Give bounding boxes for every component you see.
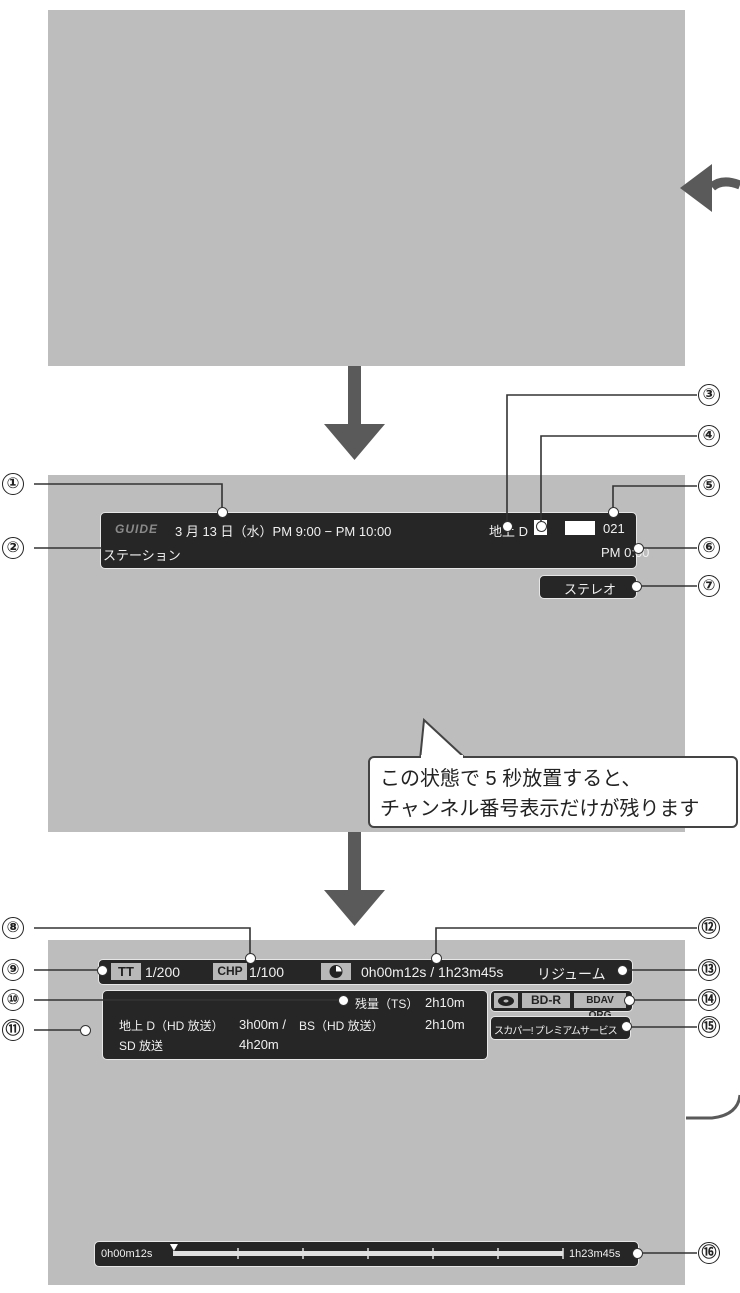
progress-end-time: 1h23m45s [569,1248,621,1260]
service-name: スカパー! プレミアムサービス [494,1026,618,1037]
progress-bar-panel: 0h00m12s 1h23m45s [94,1241,639,1267]
channel-logo-blank [565,521,595,535]
callout-anchor [617,965,628,976]
remaining-label: 残量（TS） [355,997,419,1011]
chapter-label: CHP [213,963,247,980]
callout-anchor [633,543,644,554]
callout-anchor [631,581,642,592]
remaining-capacity-panel: 残量（TS） 2h10m 地上 D（HD 放送） 3h00m / BS（HD 放… [102,990,488,1060]
resume-label: リジューム [537,966,606,982]
audio-mode: ステレオ [564,582,617,597]
disc-type: BD-R [522,993,570,1008]
mode-value: 2h10m [425,1017,465,1032]
callout-number-9: ⑨ [2,959,24,981]
audio-mode-bar: ステレオ [539,575,637,599]
mode-value: 3h00m / [239,1017,286,1032]
disc-format: BDAV ORG [574,993,626,1021]
callout-number-2: ② [2,537,24,559]
playback-time: 0h00m12s / 1h23m45s [361,964,504,980]
g-guide-logo: GUIDE [115,522,159,536]
clock-icon [329,965,343,978]
callout-number-1: ① [2,473,24,495]
callout-anchor [621,1021,632,1032]
progress-track[interactable] [169,1242,569,1266]
playback-info-bar: TT 1/200 CHP 1/100 0h00m12s / 1h23m45s リ… [98,959,633,985]
callout-number-14: ⑭ [698,989,720,1011]
disc-info-bar: BD-R BDAV ORG [490,990,633,1021]
mode-name: BS（HD 放送） [299,1019,384,1033]
tv-screen-before [48,10,685,366]
callout-anchor [632,1248,643,1259]
callout-anchor [536,521,547,532]
note-bubble: この状態で 5 秒放置すると、 チャンネル番号表示だけが残ります [368,756,738,828]
callout-number-7: ⑦ [698,575,720,597]
callout-number-4: ④ [698,425,720,447]
callout-number-13: ⑬ [698,959,720,981]
chapter-value: 1/100 [249,964,285,980]
remaining-value: 2h10m [425,995,465,1010]
title-label: TT [111,963,141,980]
disc-icon [498,996,514,1006]
callout-number-15: ⑮ [698,1016,720,1038]
mode-name: SD 放送 [119,1039,164,1053]
program-datetime: 3 月 13 日（水）PM 9:00 − PM 10:00 [175,524,392,539]
service-bar: スカパー! プレミアムサービス [490,1016,631,1040]
callout-anchor [624,995,635,1006]
callout-anchor [338,995,349,1006]
callout-anchor [217,507,228,518]
mode-value: 4h20m [239,1037,279,1052]
callout-number-11: ⑪ [2,1019,24,1041]
program-info-bar: GUIDE 3 月 13 日（水）PM 9:00 − PM 10:00 地上 D… [100,512,649,569]
callout-number-5: ⑤ [698,475,720,497]
callout-anchor [502,521,513,532]
callout-number-16: ⑯ [698,1242,720,1264]
station-name: ステーション [103,548,181,563]
clock-icon-box [321,963,351,980]
progress-marker[interactable] [169,1244,178,1251]
callout-number-6: ⑥ [698,537,720,559]
callout-anchor [608,507,619,518]
title-value: 1/200 [145,964,181,980]
callout-number-12: ⑫ [698,917,720,939]
callout-anchor [245,953,256,964]
disc-icon-box [494,993,518,1008]
callout-anchor [431,953,442,964]
callout-number-3: ③ [698,384,720,406]
mode-name: 地上 D（HD 放送） [119,1019,224,1033]
note-line-2: チャンネル番号表示だけが残ります [380,798,700,820]
callout-anchor [97,965,108,976]
channel-number: 021 [603,521,625,536]
callout-number-10: ⑩ [2,989,24,1011]
progress-start-time: 0h00m12s [101,1248,153,1260]
progress-ticks [237,1248,564,1259]
callout-anchor [80,1025,91,1036]
callout-number-8: ⑧ [2,917,24,939]
note-line-1: この状態で 5 秒放置すると、 [380,768,642,790]
